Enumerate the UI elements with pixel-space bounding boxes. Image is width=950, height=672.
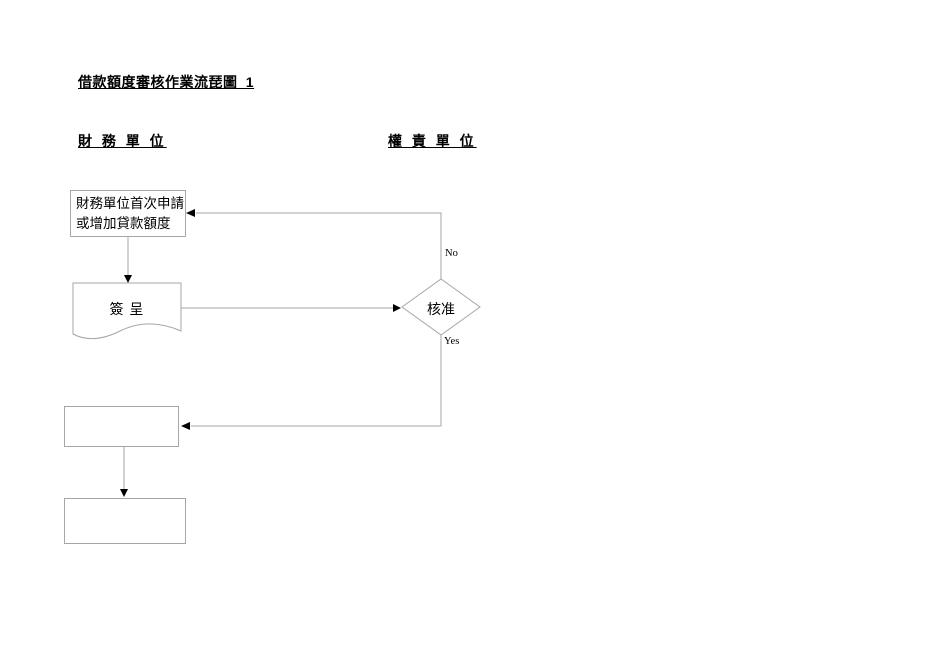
- connector-no-branch: [196, 212, 442, 279]
- decision-diamond-label: 核准: [427, 301, 455, 317]
- arrowhead-right-decision: [393, 304, 401, 312]
- document-shape-label: 簽 呈: [109, 301, 145, 317]
- request-box-line1: 財務單位首次申請: [76, 196, 184, 211]
- branch-label-yes: Yes: [444, 336, 460, 347]
- column-header-authority-unit: 權 責 單 位: [388, 133, 477, 149]
- flow-node-result-box-2: [64, 498, 186, 544]
- arrowhead-left-result-box-1: [181, 422, 190, 430]
- arrowhead-down-document: [124, 275, 132, 283]
- connector-yes-branch: [191, 335, 442, 427]
- flow-node-result-box-1: [64, 406, 179, 447]
- document-shape: [72, 282, 182, 339]
- arrowhead-down-result-box-2: [120, 489, 128, 497]
- branch-label-no: No: [445, 248, 458, 259]
- decision-diamond: [401, 278, 481, 336]
- request-box-line2: 或增加貸款額度: [76, 216, 171, 231]
- arrowhead-left-request-box: [186, 209, 195, 217]
- page-title: 借款額度審核作業流琵圖_1: [78, 74, 255, 90]
- flow-node-request-box: 財務單位首次申請 或增加貸款額度: [70, 190, 186, 237]
- column-header-finance-unit: 財 務 單 位: [78, 133, 167, 149]
